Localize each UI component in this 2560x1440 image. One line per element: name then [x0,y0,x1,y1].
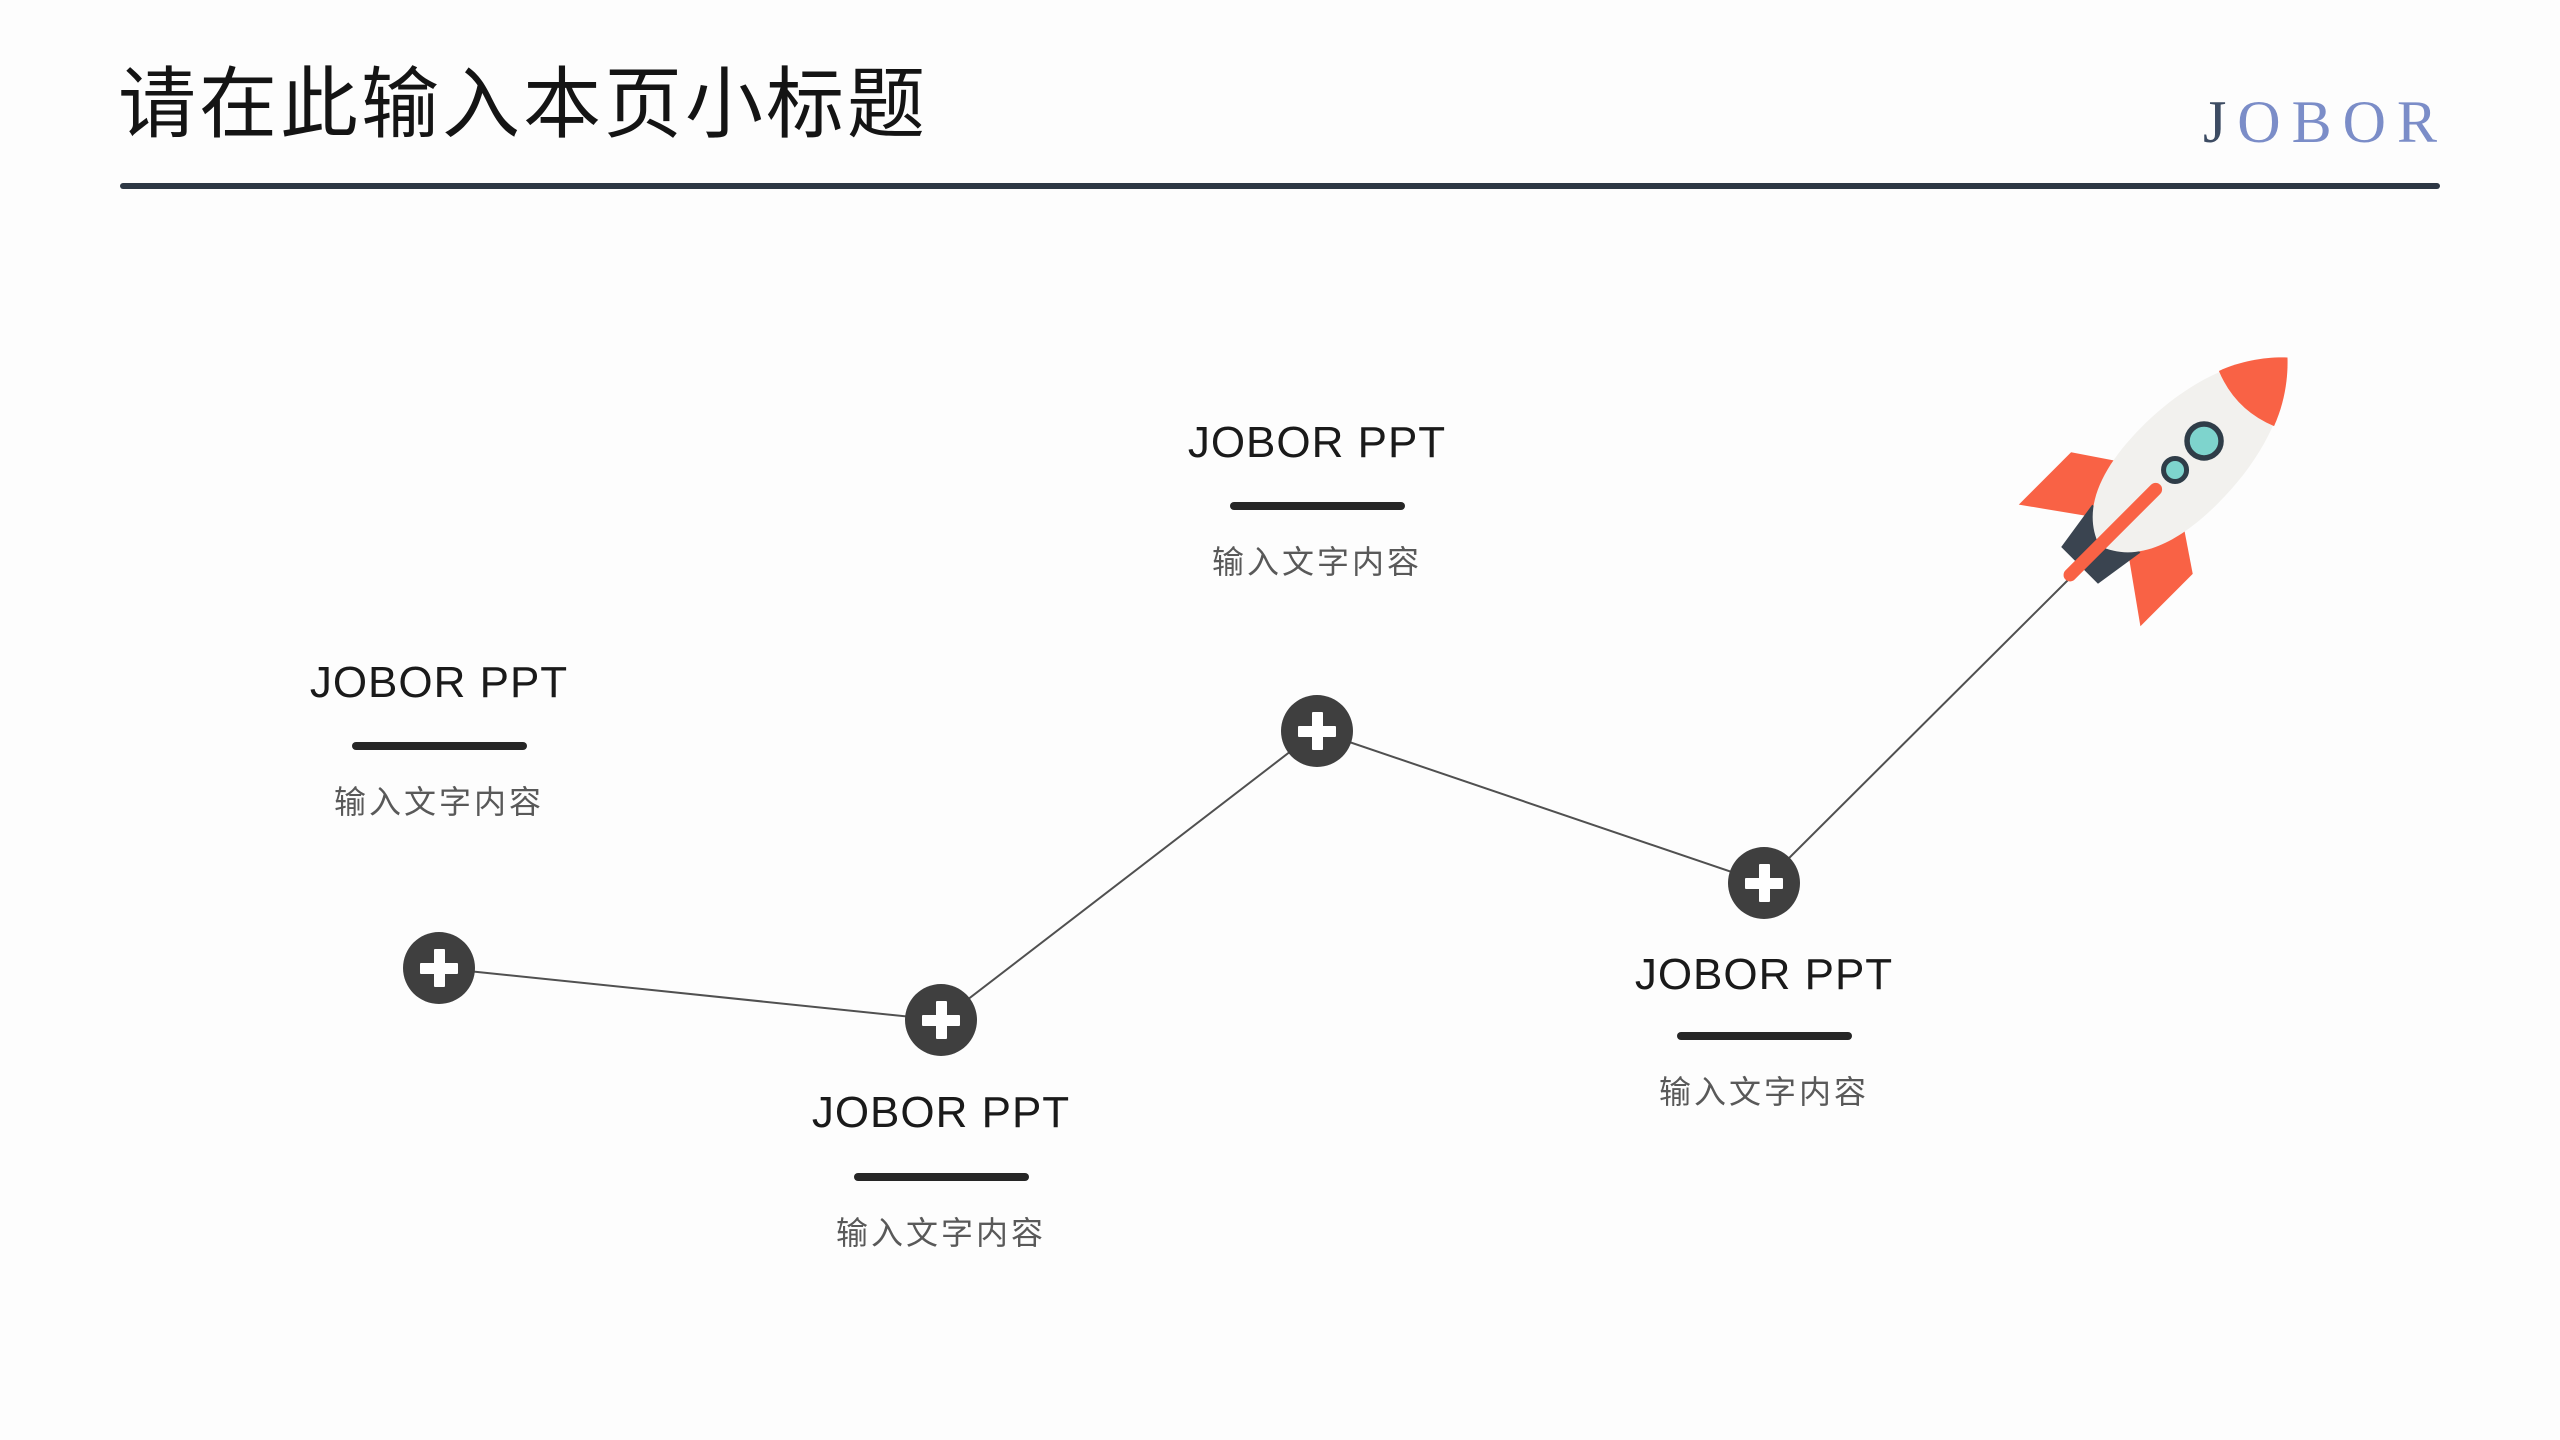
page-title: 请在此输入本页小标题 [118,60,929,148]
milestone-3-desc: 输入文字内容 [1211,544,1422,580]
rocket-nose-cone [2218,357,2288,427]
rocket-icon [2018,357,2288,627]
rocket-left-fin [2018,452,2138,516]
brand-logo: JOBOR [2203,92,2448,152]
brand-logo-rest: OBOR [2237,89,2448,155]
milestone-4-underline [1677,1032,1852,1040]
milestone-2-desc: 输入文字内容 [835,1215,1046,1251]
milestone-2-title: JOBOR PPT [811,1088,1071,1137]
rocket-window-large [2184,421,2224,461]
brand-logo-first-letter: J [2202,89,2238,155]
plus-icon [1281,695,1353,767]
milestone-2-underline [854,1173,1029,1181]
milestone-4-node-button[interactable] [1728,847,1800,919]
milestone-4-title: JOBOR PPT [1634,950,1894,999]
rocket-stripe [2063,482,2163,582]
rocket-right-fin [2129,507,2193,627]
milestone-1-desc: 输入文字内容 [333,784,544,820]
plus-icon [905,984,977,1056]
milestone-4-desc: 输入文字内容 [1658,1074,1869,1110]
milestone-1-underline [352,742,527,750]
rocket-window-small [2161,455,2190,484]
title-divider [120,183,2440,189]
milestone-1-node-button[interactable] [403,932,475,1004]
milestone-3-underline [1230,502,1405,510]
milestone-3-title: JOBOR PPT [1187,418,1447,467]
plus-icon [1728,847,1800,919]
plus-icon [403,932,475,1004]
milestone-2-node-button[interactable] [905,984,977,1056]
milestone-3-node-button[interactable] [1281,695,1353,767]
milestone-1-title: JOBOR PPT [309,658,569,707]
